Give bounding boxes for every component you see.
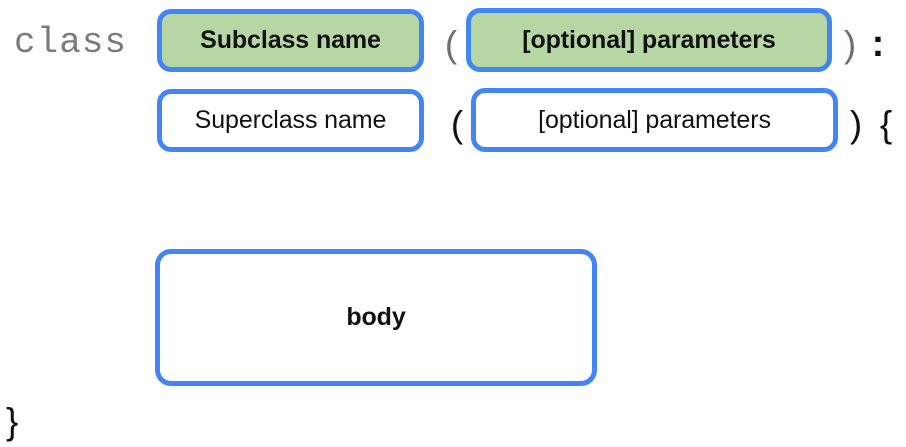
brace-close-end: } (6, 400, 19, 442)
subclass-name-box[interactable]: Subclass name (157, 9, 424, 72)
superclass-name-box[interactable]: Superclass name (157, 89, 424, 152)
paren-close-row1: ) (843, 23, 857, 65)
paren-open-row1: ( (444, 23, 458, 65)
parameters-box-row1[interactable]: [optional] parameters (466, 8, 832, 72)
parameters-box-row2[interactable]: [optional] parameters (471, 88, 838, 152)
brace-open-row2: { (879, 103, 893, 145)
body-box[interactable]: body (155, 249, 597, 386)
keyword-class: class (14, 21, 128, 63)
paren-open-row2: ( (450, 103, 464, 145)
colon-row1: : (871, 23, 885, 65)
paren-close-row2: ) (849, 103, 863, 145)
